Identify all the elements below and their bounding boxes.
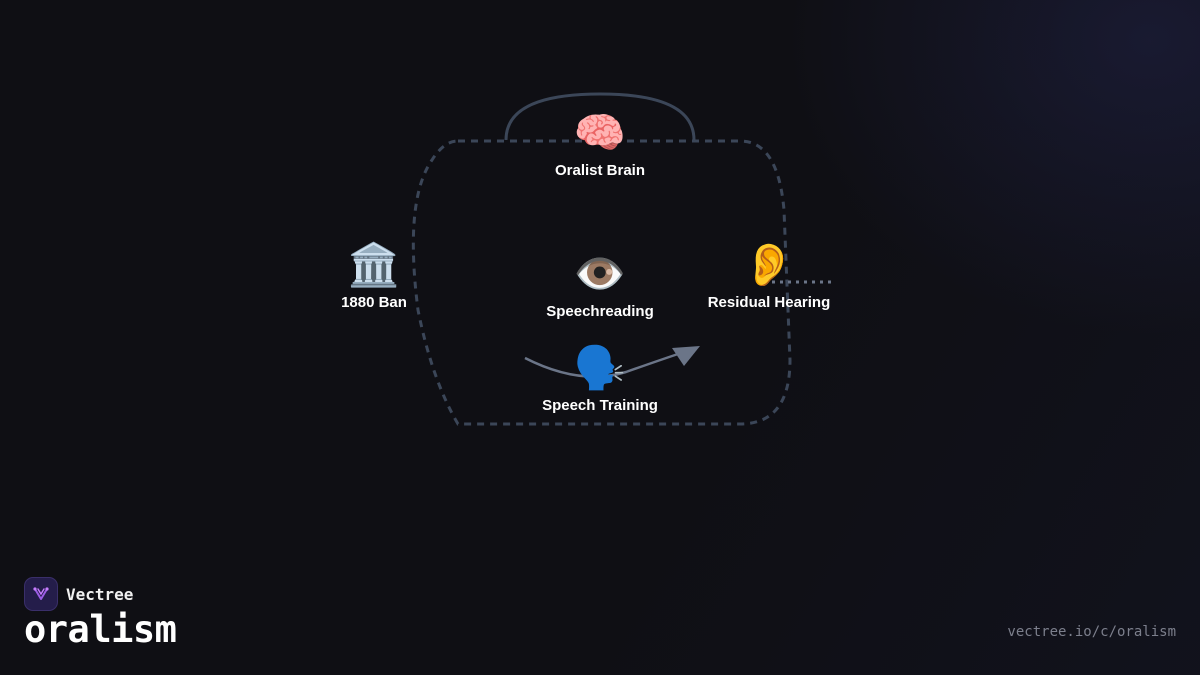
dashed-loop-connector [411, 139, 792, 426]
speaking-head-icon: 🗣️ [573, 343, 627, 392]
eye-icon: 👁️ [573, 249, 627, 298]
node-label: Speech Training [542, 397, 658, 414]
node-speech-training[interactable]: 🗣️ Speech Training [542, 343, 658, 414]
classical-building-icon: 🏛️ [347, 240, 401, 289]
page-title: oralism [24, 608, 177, 651]
vectree-logo-icon [24, 577, 58, 611]
speech-curve-connector [524, 350, 685, 378]
node-1880-ban[interactable]: 🏛️ 1880 Ban [341, 240, 407, 311]
brand-name: Vectree [66, 584, 134, 604]
arrowhead [672, 346, 700, 366]
node-residual-hearing[interactable]: 👂 Residual Hearing [708, 240, 831, 311]
node-label: Oralist Brain [554, 162, 646, 179]
node-speechreading[interactable]: 👁️ Speechreading [546, 249, 654, 320]
page-url[interactable]: vectree.io/c/oralism [1007, 624, 1176, 640]
brand[interactable]: Vectree [24, 577, 133, 611]
brain-icon: 🧠 [573, 108, 627, 157]
node-label: Speechreading [546, 303, 654, 320]
node-label: Residual Hearing [707, 294, 831, 311]
node-oralist-brain[interactable]: 🧠 Oralist Brain [555, 108, 645, 179]
node-label: 1880 Ban [341, 294, 407, 311]
brain-arch-connector [504, 92, 696, 141]
ear-icon: 👂 [742, 240, 796, 289]
